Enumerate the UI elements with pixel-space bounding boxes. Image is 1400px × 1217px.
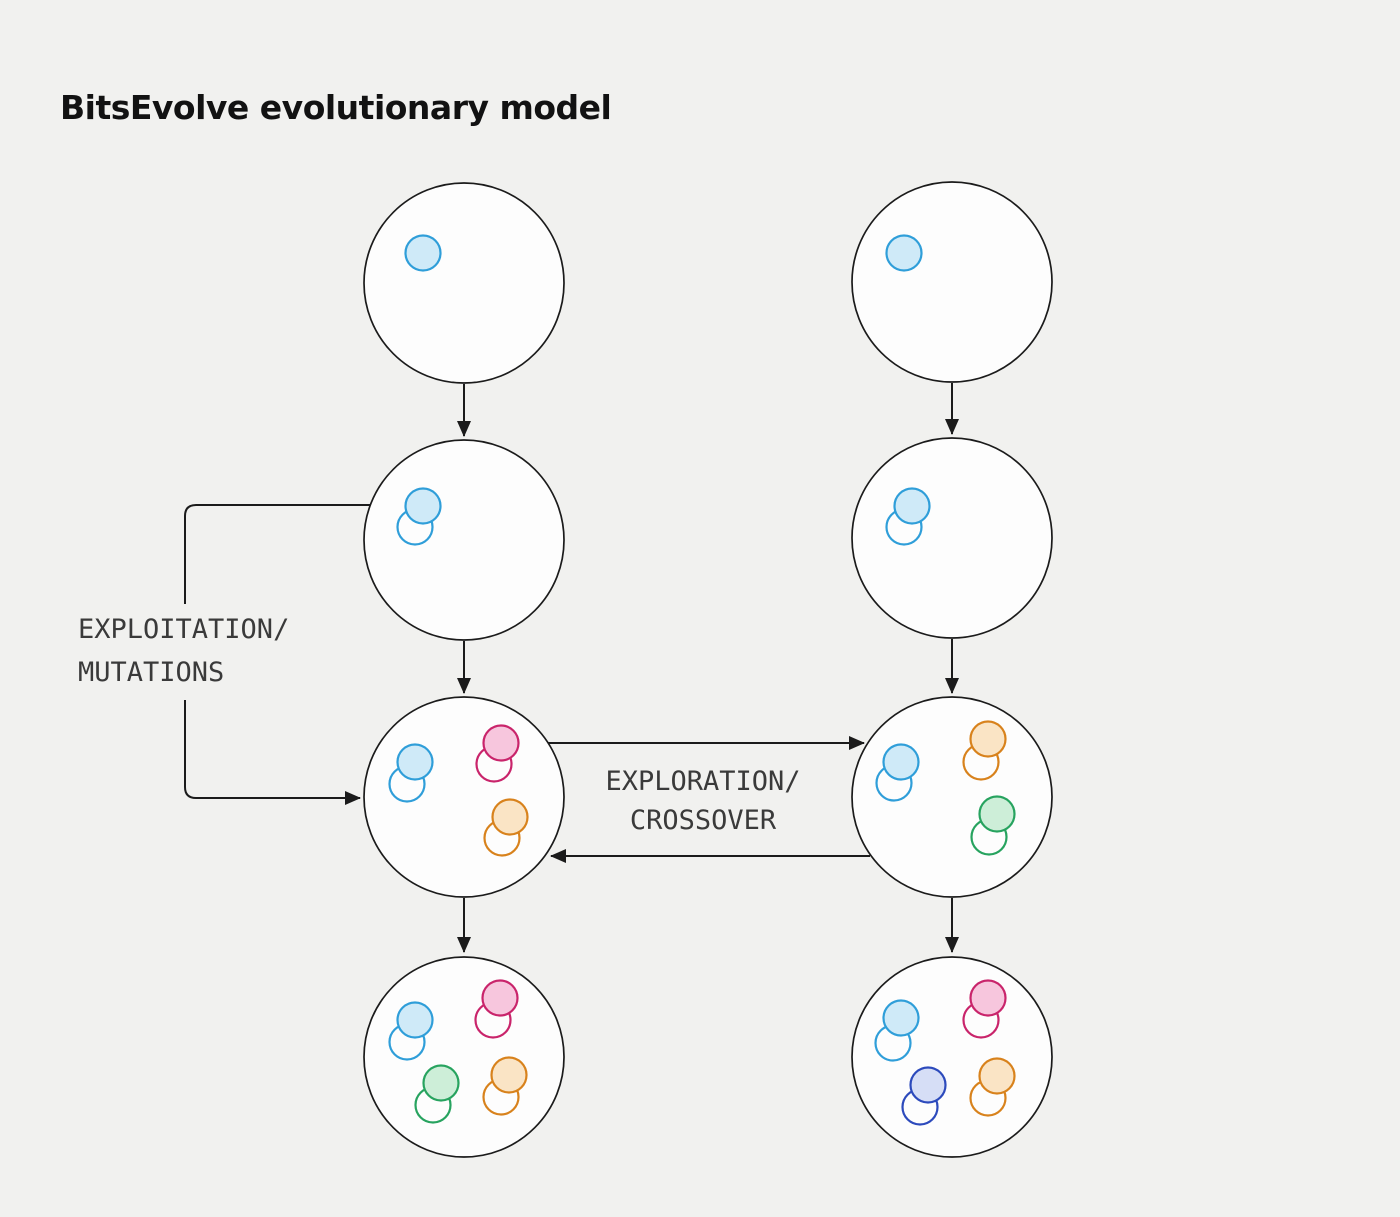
population-left-gen4-circle (363, 956, 565, 1158)
individual-dot-blue-filled (885, 234, 923, 272)
population-left-gen2 (363, 439, 565, 641)
exploitation-label-line1: EXPLOITATION/ (78, 614, 290, 645)
individual-dot-orange-filled (491, 798, 529, 836)
individual-dot-blue-filled (893, 487, 931, 525)
exploitation-label-line2: MUTATIONS (78, 657, 225, 688)
population-left-gen1 (363, 182, 565, 384)
population-right-gen1 (851, 181, 1053, 383)
population-left-gen3 (363, 696, 565, 898)
individual-dot-green-filled (422, 1064, 460, 1102)
population-left-gen4 (363, 956, 565, 1158)
individual-dot-green-filled (978, 795, 1016, 833)
individual-dot-pink-filled (481, 979, 519, 1017)
individual-dot-blue-filled (396, 743, 434, 781)
individual-dot-blue-filled (882, 999, 920, 1037)
individual-dot-orange-filled (490, 1056, 528, 1094)
individual-dot-blue-filled (882, 743, 920, 781)
population-left-gen2-circle (363, 439, 565, 641)
exploration-label-line2: CROSSOVER (629, 805, 777, 836)
population-right-gen4 (851, 956, 1053, 1158)
population-left-gen1-circle (363, 182, 565, 384)
population-right-gen3 (851, 696, 1053, 898)
page-title: BitsEvolve evolutionary model (60, 88, 612, 128)
individual-dot-blue-filled (404, 487, 442, 525)
individual-dot-orange-filled (969, 720, 1007, 758)
individual-dot-orange-filled (978, 1057, 1016, 1095)
population-right-gen2-circle (851, 437, 1053, 639)
exploration-label-line1: EXPLORATION/ (605, 766, 801, 797)
population-right-gen2 (851, 437, 1053, 639)
individual-dot-blue-filled (404, 234, 442, 272)
individual-dot-pink-filled (482, 724, 520, 762)
exploitation-mutations-label: EXPLOITATION/ MUTATIONS (76, 604, 292, 700)
exploration-crossover-label: EXPLORATION/ CROSSOVER (605, 762, 800, 840)
individual-dot-blue-filled (396, 1001, 434, 1039)
individual-dot-indigo-filled (909, 1066, 947, 1104)
population-right-gen1-circle (851, 181, 1053, 383)
individual-dot-pink-filled (969, 979, 1007, 1017)
